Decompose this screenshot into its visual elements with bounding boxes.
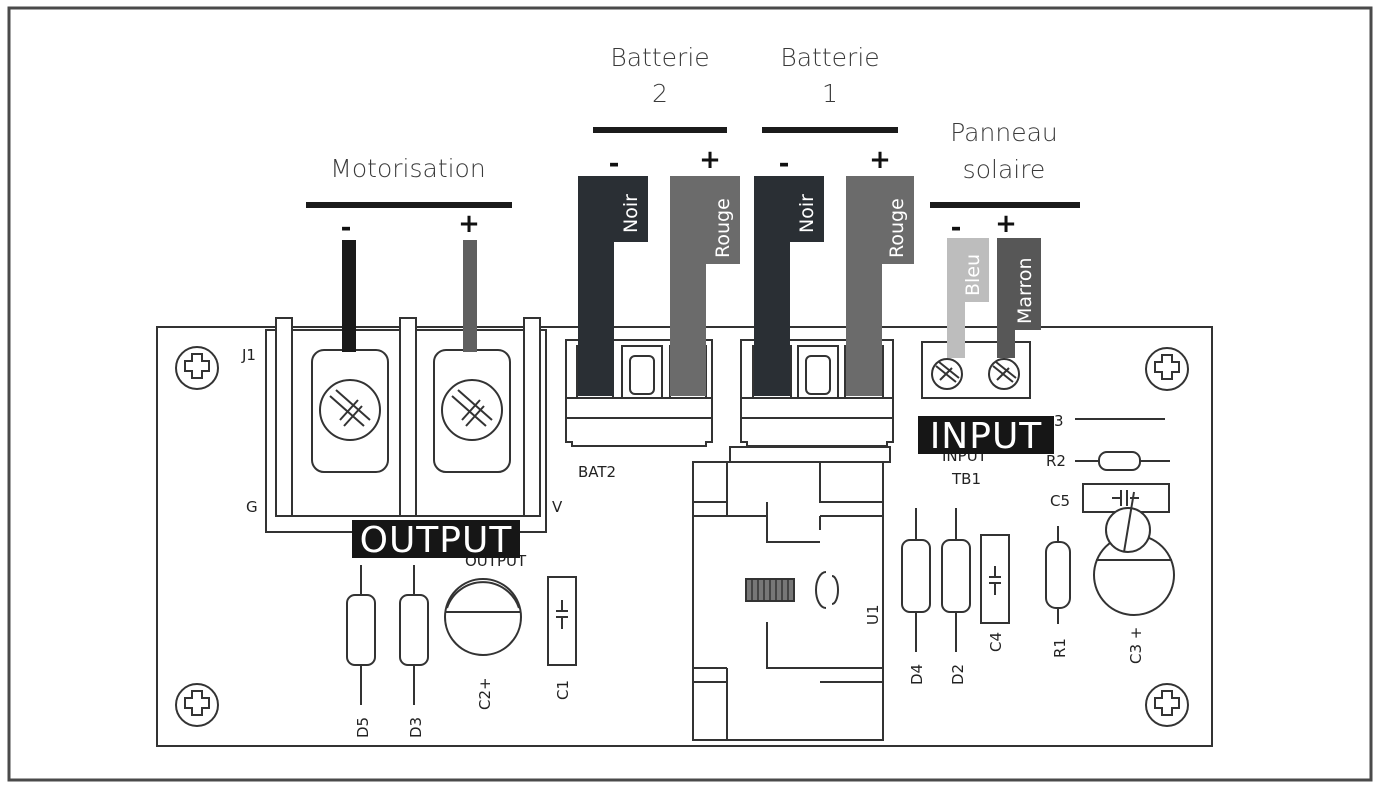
- bat1-plus-sign: +: [869, 145, 891, 175]
- bat1-rouge-label: Rouge: [886, 198, 908, 258]
- motor-heading-bar: [306, 202, 512, 208]
- heading-batterie-1-number: 1: [822, 79, 838, 108]
- input-label-box: [918, 416, 1054, 454]
- bat2-rouge-label: Rouge: [712, 198, 734, 258]
- bat1-heading-bar: [762, 127, 898, 133]
- component-c1: [547, 576, 577, 666]
- label-c4: C4: [987, 632, 1005, 652]
- component-d4: [901, 508, 931, 652]
- label-u1: U1: [864, 604, 882, 625]
- mounting-hole-bottom-right: [1145, 683, 1189, 727]
- motor-plus-sign: +: [458, 209, 480, 239]
- heatsink: [692, 446, 891, 741]
- motor-black-wire: [342, 240, 356, 352]
- panel-minus-sign: -: [951, 213, 962, 243]
- label-g: G: [246, 498, 258, 516]
- mounting-hole-top-left: [175, 346, 219, 390]
- label-c1: C1: [554, 680, 572, 700]
- mounting-hole-top-right: [1145, 347, 1189, 391]
- label-r2: R2: [1046, 452, 1066, 470]
- heading-batterie-2-number: 2: [652, 79, 668, 108]
- component-c3: [1093, 491, 1175, 616]
- heading-motorisation: Motorisation: [330, 154, 485, 183]
- label-r1: R1: [1051, 638, 1069, 658]
- label-d2: D2: [949, 664, 967, 685]
- component-r1: [1045, 526, 1071, 624]
- output-label-box: [352, 520, 520, 558]
- component-c4: [980, 534, 1010, 624]
- bat1-noir-label: Noir: [796, 194, 818, 233]
- heading-solaire: solaire: [963, 155, 1046, 184]
- label-d4: D4: [908, 664, 926, 685]
- solar-marron-label: Marron: [1014, 257, 1036, 324]
- label-tb1: TB1: [951, 470, 981, 488]
- bat2-rouge-wire: [670, 176, 740, 396]
- solar-bleu-wire: [947, 238, 989, 358]
- bat2-heading-bar: [593, 127, 727, 133]
- label-bat2: BAT2: [578, 463, 616, 481]
- label-d3: D3: [407, 717, 425, 738]
- bat2-noir-label: Noir: [620, 194, 642, 233]
- heading-batterie-1: Batterie: [780, 43, 879, 72]
- label-c2: C2+: [476, 677, 494, 710]
- label-d5: D5: [354, 717, 372, 738]
- label-j1: J1: [241, 346, 256, 364]
- bat2-plus-sign: +: [699, 145, 721, 175]
- bat1-rouge-wire: [846, 176, 914, 396]
- component-d2: [941, 508, 971, 652]
- mounting-hole-bottom-left: [175, 683, 219, 727]
- component-d5: [346, 565, 376, 705]
- component-c2: [444, 578, 522, 656]
- panel-heading-bar: [930, 202, 1080, 208]
- heading-panneau: Panneau: [950, 118, 1058, 147]
- label-c3: C3 +: [1127, 627, 1145, 664]
- component-d3: [399, 565, 429, 705]
- output-label: OUTPUT: [360, 520, 513, 561]
- heading-batterie-2: Batterie: [610, 43, 709, 72]
- input-label: INPUT: [930, 416, 1043, 457]
- motor-minus-sign: -: [341, 213, 352, 243]
- label-c5: C5: [1050, 492, 1070, 510]
- label-r3: 3: [1054, 412, 1064, 430]
- label-v: V: [552, 498, 563, 516]
- motor-terminal-block: [265, 317, 547, 533]
- bat2-minus-sign: -: [609, 149, 620, 179]
- solar-marron-wire: [997, 238, 1041, 358]
- component-r2: [1075, 451, 1170, 471]
- panel-plus-sign: +: [995, 209, 1017, 239]
- motor-red-wire: [463, 240, 477, 352]
- bat2-noir-wire: [578, 176, 648, 396]
- bat1-noir-wire: [754, 176, 824, 396]
- solar-bleu-label: Bleu: [962, 254, 984, 296]
- bat1-minus-sign: -: [779, 149, 790, 179]
